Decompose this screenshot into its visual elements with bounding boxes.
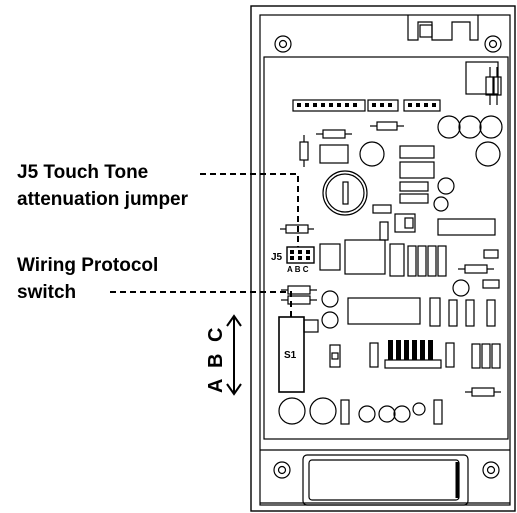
s1-label: S1 [284, 350, 297, 361]
direction-labels: A B C [205, 328, 227, 393]
screw-top-right [484, 35, 502, 53]
screw-bottom-left [273, 461, 291, 479]
direction-label-b: B [205, 354, 227, 368]
j5-positions-label: A B C [287, 265, 309, 274]
switch-callout-line2: switch [17, 282, 77, 303]
switch-leader-line [110, 291, 292, 317]
j5-callout-line1: J5 Touch Tone [17, 162, 149, 183]
header-strip [292, 99, 366, 112]
j5-leader-line [200, 173, 299, 247]
direction-label-a: A [205, 379, 227, 393]
switch-direction-arrow [226, 314, 242, 396]
j5-callout-line2: attenuation jumper [17, 189, 189, 210]
j5-jumper-block [286, 246, 315, 264]
direction-label-c: C [205, 328, 227, 342]
pcb-outline [263, 56, 509, 440]
screw-top-left [274, 35, 292, 53]
j5-label: J5 [271, 252, 283, 263]
buzzer [322, 170, 368, 216]
screw-bottom-right [482, 461, 500, 479]
top-connector [407, 15, 479, 41]
switch-callout-line1: Wiring Protocol [17, 255, 159, 276]
battery-compartment [302, 454, 469, 506]
enclosure-outer [250, 5, 516, 512]
